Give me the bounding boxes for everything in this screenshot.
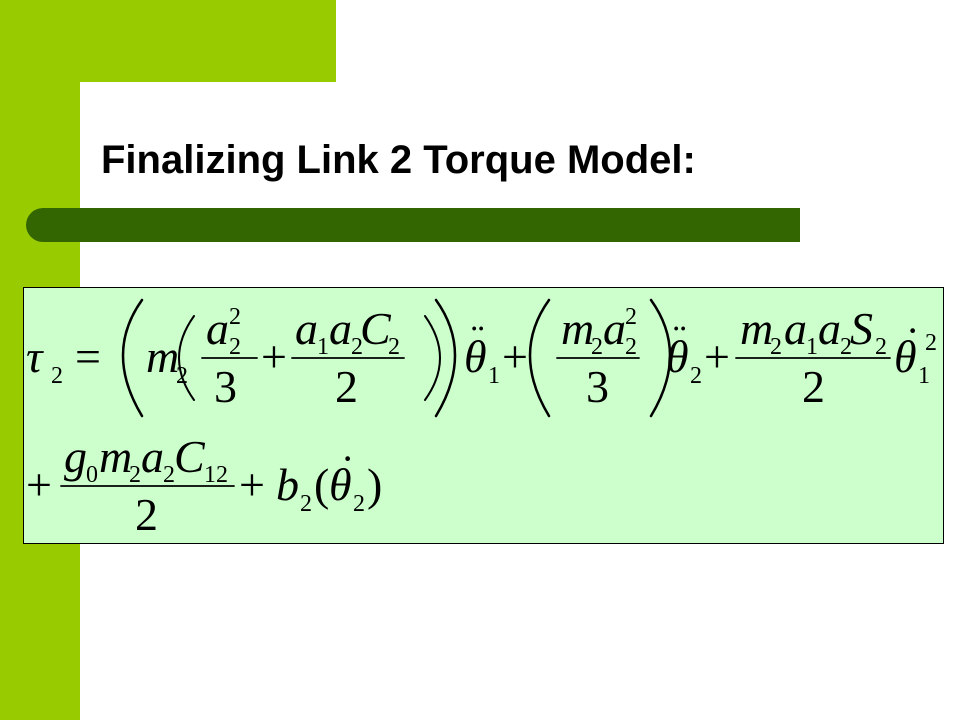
theta1-single-dot: · bbox=[906, 308, 919, 353]
frac4-num-m-sub: 2 bbox=[770, 334, 782, 360]
frac5-num-C-sub: 12 bbox=[204, 462, 228, 488]
frac5-num-a: a bbox=[141, 431, 164, 482]
frac5-denominator: 2 bbox=[135, 489, 158, 540]
damping-b: b bbox=[276, 459, 299, 510]
frac5-num-C: C bbox=[174, 431, 206, 482]
tau-symbol: τ bbox=[26, 331, 44, 382]
frac3-num-a: a bbox=[603, 303, 626, 354]
frac3-num-a-sup: 2 bbox=[625, 304, 637, 330]
mass-subscript: 2 bbox=[176, 363, 188, 389]
frac2-num-a2: a bbox=[329, 303, 352, 354]
mass-symbol: m bbox=[146, 331, 179, 382]
frac1-num-sub: 2 bbox=[229, 334, 241, 360]
frac2-denominator: 2 bbox=[335, 361, 358, 412]
equation-box: τ 2 = m 2 a 2 2 3 + a 1 a 2 C 2 2 θ ¨ 1 … bbox=[23, 287, 944, 544]
theta1-symbol: θ bbox=[464, 331, 487, 382]
equation-strokes bbox=[60, 298, 891, 487]
theta1-dot-superscript: 2 bbox=[925, 330, 937, 356]
frac3-denominator: 3 bbox=[586, 361, 609, 412]
frac4-num-a1: a bbox=[784, 303, 807, 354]
inner-left-paren bbox=[178, 315, 195, 401]
slide-title: Finalizing Link 2 Torque Model: bbox=[101, 138, 696, 182]
frac2-num-a1-sub: 1 bbox=[317, 334, 329, 360]
frac5-num-a-sub: 2 bbox=[163, 462, 175, 488]
frac4-denominator: 2 bbox=[802, 361, 825, 412]
frac3-num-m: m bbox=[561, 303, 594, 354]
outer-left-paren bbox=[121, 298, 144, 418]
group2-right-paren bbox=[649, 298, 672, 418]
frac4-num-a2-sub: 2 bbox=[840, 334, 852, 360]
damping-b-sub: 2 bbox=[300, 491, 312, 517]
theta1-dot-subscript: 1 bbox=[918, 363, 930, 389]
frac2-num-C: C bbox=[360, 303, 392, 354]
theta2-subscript: 2 bbox=[690, 363, 702, 389]
outer-right-paren bbox=[434, 298, 457, 418]
frac4-num-a1-sub: 1 bbox=[806, 334, 818, 360]
frac3-num-m-sub: 2 bbox=[591, 334, 603, 360]
plus-sign-3: + bbox=[704, 331, 730, 382]
frac1-num-a: a bbox=[206, 303, 229, 354]
plus-sign-4: + bbox=[26, 459, 52, 510]
right-paren-small: ) bbox=[367, 459, 382, 510]
theta1-dot-symbol: θ bbox=[894, 331, 917, 382]
frac5-num-m: m bbox=[99, 431, 132, 482]
frac2-num-a1: a bbox=[295, 303, 318, 354]
frac4-num-S-sub: 2 bbox=[875, 334, 887, 360]
frac5-num-g: g bbox=[64, 431, 87, 482]
plus-sign-5: + bbox=[239, 459, 265, 510]
frac2-num-C-sub: 2 bbox=[388, 334, 400, 360]
group2-left-paren bbox=[528, 298, 551, 418]
plus-sign-1: + bbox=[261, 331, 287, 382]
tau-subscript: 2 bbox=[51, 363, 63, 389]
frac4-num-S: S bbox=[850, 303, 873, 354]
theta2-dot-subscript: 2 bbox=[353, 491, 365, 517]
frac5-num-m-sub: 2 bbox=[129, 462, 141, 488]
left-paren-small: ( bbox=[314, 459, 329, 510]
frac4-num-m: m bbox=[740, 303, 773, 354]
theta2-dot-symbol: θ bbox=[329, 459, 352, 510]
theta1-subscript: 1 bbox=[488, 363, 500, 389]
title-divider-bar bbox=[26, 208, 800, 242]
plus-sign-2: + bbox=[502, 331, 528, 382]
frac5-num-g-sub: 0 bbox=[86, 462, 98, 488]
frac1-denominator: 3 bbox=[214, 361, 237, 412]
theta2-single-dot: · bbox=[341, 436, 354, 481]
frac1-num-sup: 2 bbox=[229, 304, 241, 330]
frac2-num-a2-sub: 2 bbox=[351, 334, 363, 360]
torque-equation: τ 2 = m 2 a 2 2 3 + a 1 a 2 C 2 2 θ ¨ 1 … bbox=[26, 298, 937, 540]
equals-sign: = bbox=[75, 331, 101, 382]
frac3-num-a-sub: 2 bbox=[625, 334, 637, 360]
theta2-symbol: θ bbox=[666, 331, 689, 382]
theta2-double-dot: ¨ bbox=[673, 316, 686, 361]
inner-right-paren bbox=[424, 315, 441, 401]
frac4-num-a2: a bbox=[818, 303, 841, 354]
theta1-double-dot: ¨ bbox=[471, 316, 484, 361]
